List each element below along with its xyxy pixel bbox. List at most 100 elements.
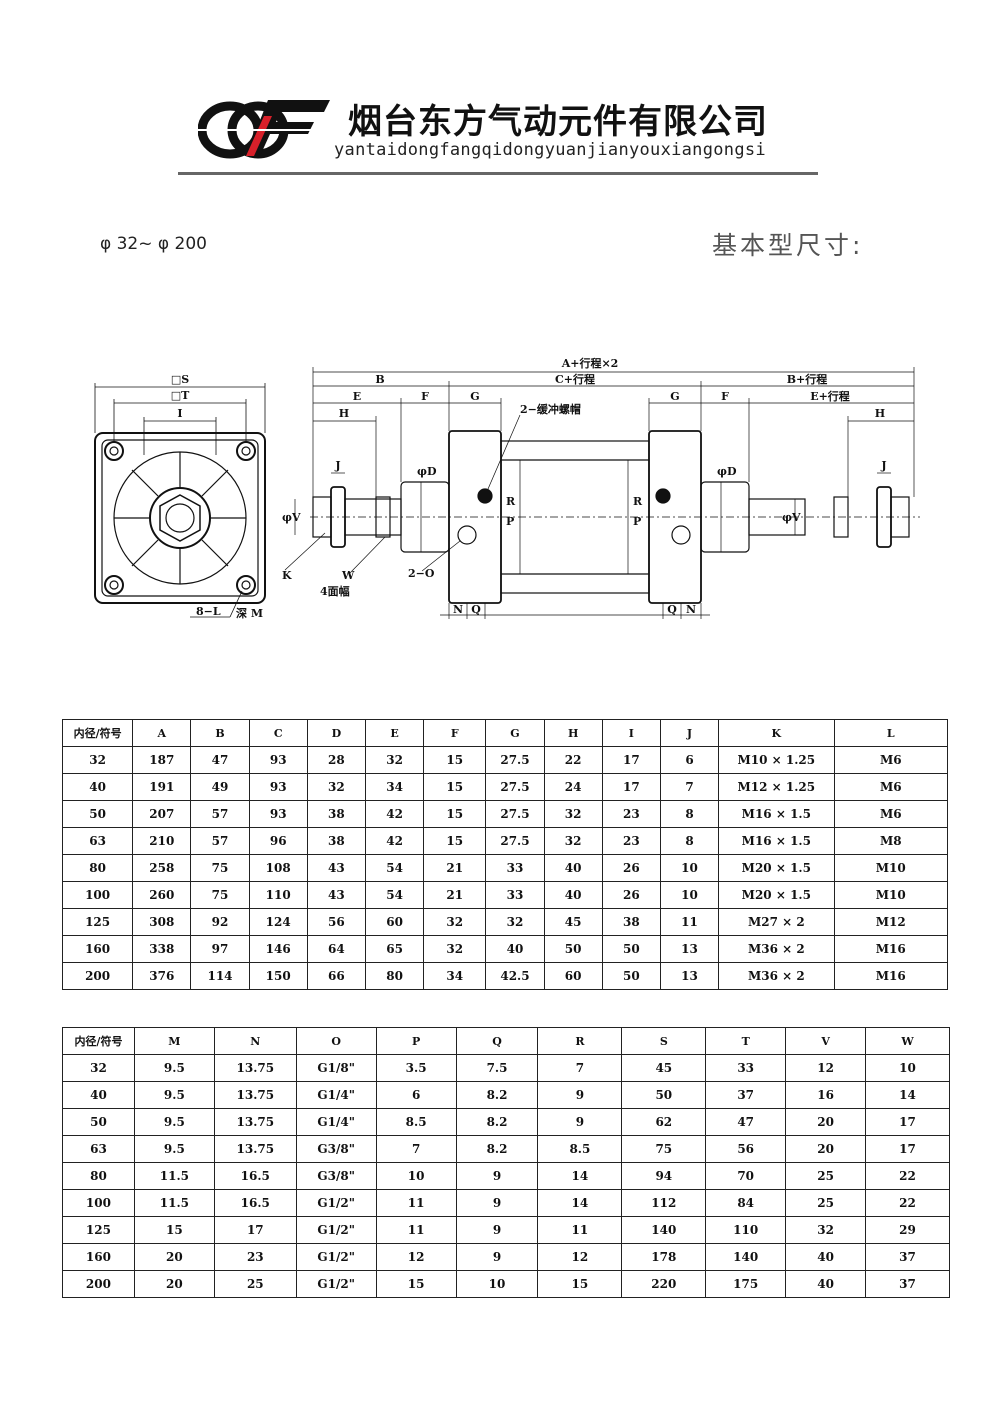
dim-c-stroke: C+行程 xyxy=(555,372,595,386)
table-cell: G1/2" xyxy=(295,1243,377,1271)
table-cell: 80 xyxy=(364,962,425,990)
table-cell: 9 xyxy=(455,1189,539,1217)
column-header: V xyxy=(785,1027,867,1055)
table-cell: 9.5 xyxy=(133,1108,215,1136)
table-cell: M16 xyxy=(833,962,949,990)
table-cell: 50 xyxy=(62,1108,135,1136)
table-cell: 11 xyxy=(537,1216,623,1244)
table-cell: 25 xyxy=(785,1189,867,1217)
dim-b-stroke: B+行程 xyxy=(787,372,828,386)
table-cell: 21 xyxy=(423,881,487,909)
dim-p-right: P xyxy=(633,515,641,528)
table-cell: M16 × 1.5 xyxy=(718,827,835,855)
table-cell: 23 xyxy=(213,1243,297,1271)
table-cell: 9.5 xyxy=(133,1054,215,1082)
table-cell: 9 xyxy=(455,1216,539,1244)
column-header: D xyxy=(306,719,366,747)
table-cell: 11 xyxy=(375,1189,457,1217)
table-cell: 33 xyxy=(485,881,545,909)
table-cell: 56 xyxy=(705,1135,787,1163)
table-cell: 13.75 xyxy=(213,1081,297,1109)
label-w: W xyxy=(341,569,355,582)
table-cell: 146 xyxy=(248,935,308,963)
table-cell: 260 xyxy=(132,881,192,909)
table-cell: 8.2 xyxy=(455,1135,539,1163)
table-cell: 38 xyxy=(306,800,366,828)
table-cell: 13 xyxy=(659,962,720,990)
table-cell: 60 xyxy=(364,908,425,936)
dim-f-left: F xyxy=(421,390,429,403)
label-t: □T xyxy=(171,389,190,402)
table-cell: 210 xyxy=(132,827,192,855)
table-cell: 94 xyxy=(621,1162,707,1190)
table-cell: 150 xyxy=(248,962,308,990)
table-cell: 10 xyxy=(455,1270,539,1298)
table-cell: 3.5 xyxy=(375,1054,457,1082)
table-cell: 13.75 xyxy=(213,1054,297,1082)
label-2o: 2−O xyxy=(408,567,435,580)
table-cell: 50 xyxy=(601,935,661,963)
company-name-cn: 烟台东方气动元件有限公司 xyxy=(348,102,768,142)
table-cell: 10 xyxy=(375,1162,457,1190)
table-cell: 42.5 xyxy=(485,962,545,990)
table-cell: 22 xyxy=(865,1189,950,1217)
company-logo xyxy=(198,100,338,159)
column-header: B xyxy=(190,719,250,747)
column-header: A xyxy=(132,719,192,747)
table-cell: 54 xyxy=(364,854,425,882)
table-cell: M10 xyxy=(833,854,949,882)
cylinder-dimension-drawing: □S □T I 8−L 深 M xyxy=(94,356,920,620)
column-header: 内径/符号 xyxy=(61,719,134,747)
table-cell: 97 xyxy=(190,935,250,963)
dim-g-left: G xyxy=(470,390,479,403)
dim-v-right: φV xyxy=(782,511,801,524)
table-cell: 17 xyxy=(865,1108,950,1136)
table-cell: 376 xyxy=(132,962,192,990)
table-cell: 42 xyxy=(364,800,425,828)
column-header: W xyxy=(865,1027,950,1055)
table-cell: 32 xyxy=(61,746,134,774)
table-cell: 32 xyxy=(543,827,603,855)
table-cell: 80 xyxy=(62,1162,135,1190)
table-cell: 338 xyxy=(132,935,192,963)
dim-n-right: N xyxy=(686,603,696,616)
dim-b: B xyxy=(375,373,384,386)
table-cell: 175 xyxy=(705,1270,787,1298)
table-cell: 25 xyxy=(785,1162,867,1190)
table-cell: 125 xyxy=(62,1216,135,1244)
table-cell: 27.5 xyxy=(485,773,545,801)
table-cell: 8.5 xyxy=(537,1135,623,1163)
table-cell: 45 xyxy=(543,908,603,936)
table-cell: M6 xyxy=(833,773,949,801)
column-header: R xyxy=(537,1027,623,1055)
table-cell: 140 xyxy=(621,1216,707,1244)
table-cell: 200 xyxy=(62,1270,135,1298)
column-header: O xyxy=(295,1027,377,1055)
table-cell: 7 xyxy=(375,1135,457,1163)
column-header: P xyxy=(375,1027,457,1055)
table-cell: 60 xyxy=(543,962,603,990)
table-cell: 100 xyxy=(62,1189,135,1217)
table-cell: 32 xyxy=(423,935,487,963)
table-cell: 13 xyxy=(659,935,720,963)
table-cell: 27.5 xyxy=(485,827,545,855)
table-cell: 178 xyxy=(621,1243,707,1271)
table-cell: 24 xyxy=(543,773,603,801)
table-cell: 8.2 xyxy=(455,1081,539,1109)
label-s: □S xyxy=(171,373,189,386)
table-cell: G3/8" xyxy=(295,1135,377,1163)
table-cell: 93 xyxy=(248,773,308,801)
table-cell: 160 xyxy=(61,935,134,963)
label-depth-m: 深 M xyxy=(236,606,263,620)
table-cell: 50 xyxy=(543,935,603,963)
column-header: F xyxy=(423,719,487,747)
